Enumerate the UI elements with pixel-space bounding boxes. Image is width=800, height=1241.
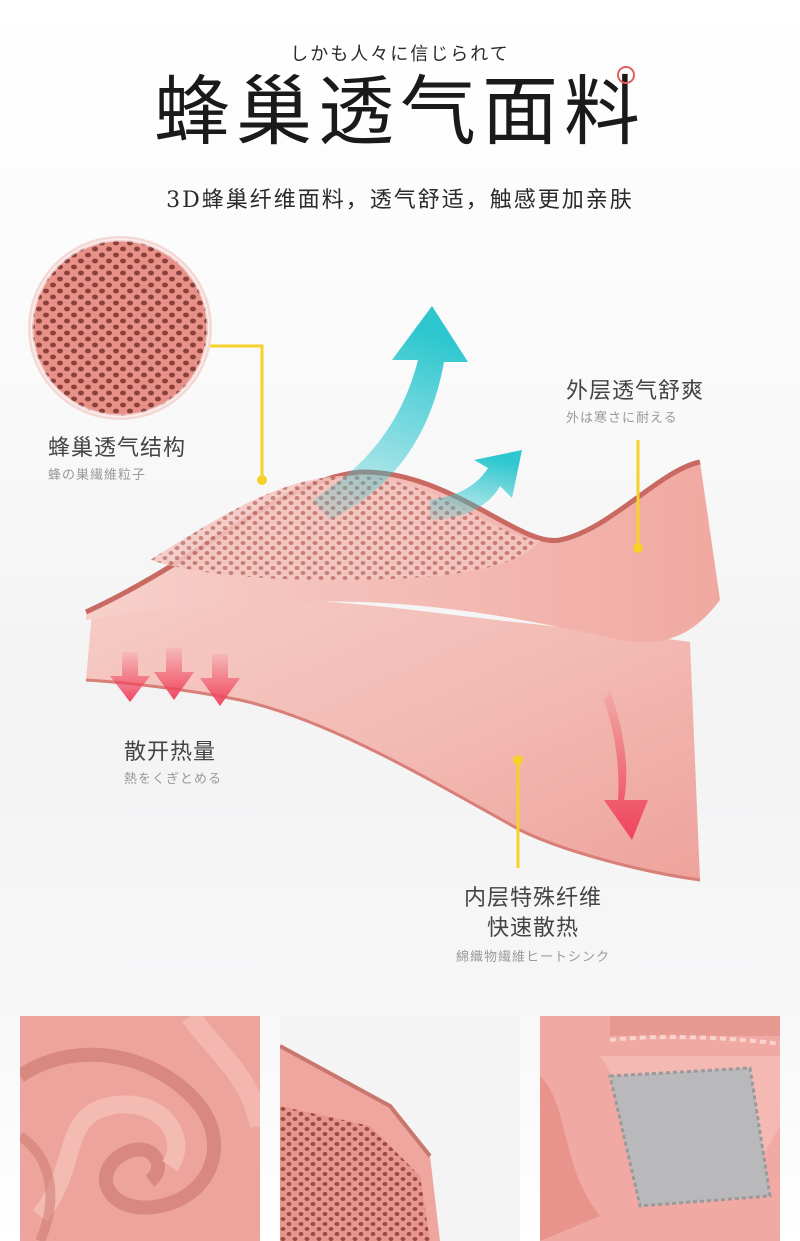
photo-fabric-swirl: [20, 1016, 260, 1241]
title-ring-decoration: [617, 66, 635, 84]
label-honeycomb-main: 蜂巢透气结构: [48, 436, 187, 461]
label-inner-sub: 綿織物繊維ヒートシンク: [455, 950, 610, 965]
label-heat-dispersal: 散开热量 熱をくぎとめる: [124, 734, 222, 787]
photo-cotton-gusset: [540, 1016, 780, 1241]
label-honeycomb-structure: 蜂巢透气结构 蜂の巣繊維粒子: [48, 430, 186, 483]
page-subtitle: 3D蜂巢纤维面料，透气舒适，触感更加亲肤: [166, 188, 634, 213]
label-heat-sub: 熱をくぎとめる: [124, 772, 223, 787]
photo-honeycomb-waistband: [280, 1016, 520, 1241]
label-inner-layer: 内层特殊纤维 快速散热 綿織物繊維ヒートシンク: [438, 884, 628, 965]
page-title: 蜂巢透气面料: [154, 67, 646, 156]
right-arrow-icon: [430, 450, 522, 520]
up-arrow-icon: [312, 306, 468, 520]
label-inner-main-1: 内层特殊纤维: [463, 886, 602, 911]
fabric-layer-diagram: [28, 236, 720, 882]
label-inner-main-2: 快速散热: [486, 916, 579, 941]
label-outer-sub: 外は寒さに耐える: [566, 411, 678, 426]
label-outer-main: 外层透气舒爽: [566, 379, 705, 404]
label-outer-layer: 外层透气舒爽 外は寒さに耐える: [566, 373, 704, 426]
honeycomb-zoom-circle: [28, 236, 212, 420]
detail-photo-strip: [0, 1016, 800, 1241]
header-kicker: しかも人々に信じられて: [290, 44, 510, 65]
label-heat-main: 散开热量: [124, 740, 217, 765]
label-honeycomb-sub: 蜂の巣繊維粒子: [48, 468, 147, 483]
callout-lines: [210, 344, 640, 868]
down-arrow-icon: [110, 648, 648, 840]
